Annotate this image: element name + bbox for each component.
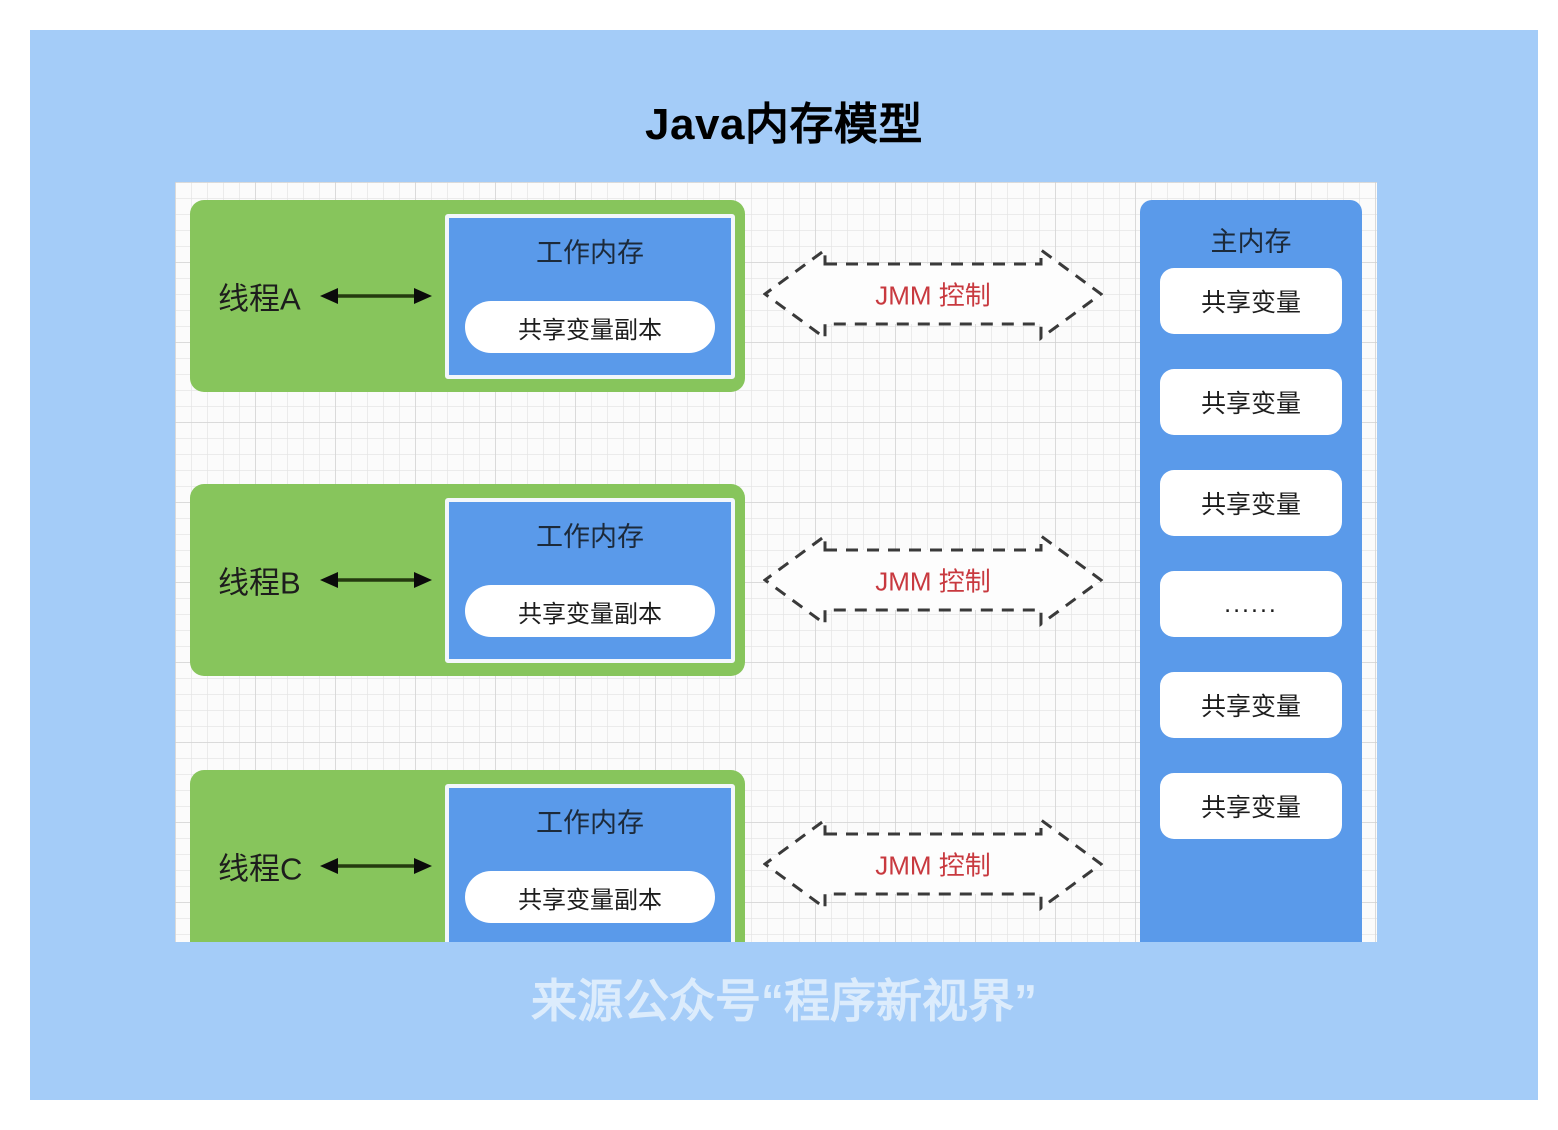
diagram-canvas: 线程A 工作内存 共享变量副本 线程B <box>175 182 1377 942</box>
list-item: 共享变量 <box>1160 470 1342 536</box>
shared-variable-copy-b: 共享变量副本 <box>465 585 715 637</box>
working-memory-c: 工作内存 共享变量副本 <box>445 784 735 942</box>
page-title: Java内存模型 <box>645 100 923 149</box>
watermark-text: 来源公众号“程序新视界” <box>531 975 1037 1027</box>
list-item-ellipsis: ...... <box>1160 571 1342 637</box>
list-item: 共享变量 <box>1160 773 1342 839</box>
main-memory-item-list: 共享变量 共享变量 共享变量 ...... 共享变量 共享变量 <box>1160 268 1342 874</box>
shared-variable-copy-a: 共享变量副本 <box>465 301 715 353</box>
jmm-control-arrow-c: JMM 控制 <box>763 816 1103 912</box>
shared-variable-copy-c: 共享变量副本 <box>465 871 715 923</box>
thread-block-c: 线程C 工作内存 共享变量副本 <box>190 770 745 942</box>
list-item: 共享变量 <box>1160 268 1342 334</box>
working-memory-b: 工作内存 共享变量副本 <box>445 498 735 663</box>
slide-canvas: Java内存模型 线程A 工作内存 共享变量副本 线程B <box>30 30 1538 1100</box>
list-item: 共享变量 <box>1160 672 1342 738</box>
working-memory-a: 工作内存 共享变量副本 <box>445 214 735 379</box>
main-memory-title: 主内存 <box>1210 227 1292 257</box>
working-memory-title-b: 工作内存 <box>536 522 644 552</box>
thread-to-working-memory-arrow-icon <box>320 855 432 877</box>
thread-block-a: 线程A 工作内存 共享变量副本 <box>190 200 745 392</box>
list-item: 共享变量 <box>1160 369 1342 435</box>
jmm-control-arrow-a: JMM 控制 <box>763 246 1103 342</box>
working-memory-title-c: 工作内存 <box>536 808 644 838</box>
thread-label-a: 线程A <box>218 281 301 317</box>
thread-label-b: 线程B <box>218 565 301 601</box>
thread-label-c: 线程C <box>218 851 303 887</box>
thread-to-working-memory-arrow-icon <box>320 285 432 307</box>
working-memory-title-a: 工作内存 <box>536 238 644 268</box>
main-memory-block: 主内存 共享变量 共享变量 共享变量 ...... 共享变量 共享变量 <box>1140 200 1362 942</box>
thread-block-b: 线程B 工作内存 共享变量副本 <box>190 484 745 676</box>
jmm-control-arrow-b: JMM 控制 <box>763 532 1103 628</box>
thread-to-working-memory-arrow-icon <box>320 569 432 591</box>
